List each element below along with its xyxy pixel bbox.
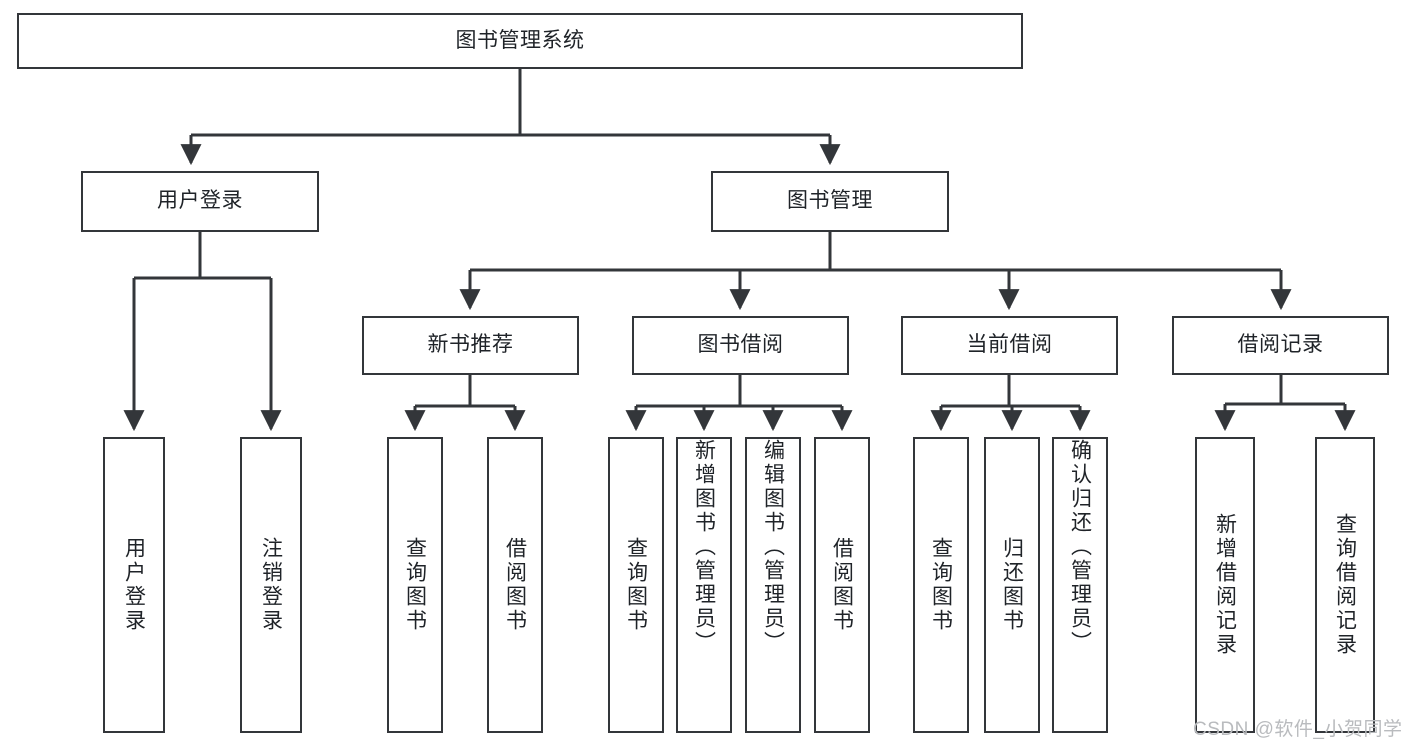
- node-label: 图书借阅: [697, 333, 784, 357]
- node-label: 查询图书: [624, 537, 648, 633]
- node-leaf-add-borrow-record[interactable]: 新增借阅记录: [1195, 437, 1255, 733]
- node-leaf-return-book[interactable]: 归还图书: [984, 437, 1040, 733]
- node-label: 查询图书: [403, 537, 427, 633]
- node-label: 用户登录: [157, 189, 243, 213]
- node-root-system[interactable]: 图书管理系统: [17, 13, 1023, 69]
- node-current-borrow[interactable]: 当前借阅: [901, 316, 1118, 375]
- node-leaf-query-book-current[interactable]: 查询图书: [913, 437, 969, 733]
- node-leaf-add-book-admin[interactable]: 新增图书（管理员）: [676, 437, 732, 733]
- node-leaf-query-borrow-record[interactable]: 查询借阅记录: [1315, 437, 1375, 733]
- node-leaf-user-login[interactable]: 用户登录: [103, 437, 165, 733]
- node-leaf-edit-book-admin[interactable]: 编辑图书（管理员）: [745, 437, 801, 733]
- node-label: 注销登录: [259, 537, 283, 633]
- node-label: 用户登录: [122, 537, 146, 633]
- node-leaf-borrow-book[interactable]: 借阅图书: [814, 437, 870, 733]
- csdn-watermark: CSDN @软件_小贺同学: [1193, 719, 1403, 740]
- node-leaf-borrow-book-rec[interactable]: 借阅图书: [487, 437, 543, 733]
- node-leaf-confirm-return-admin[interactable]: 确认归还（管理员）: [1052, 437, 1108, 733]
- node-label: 图书管理: [787, 189, 873, 213]
- node-book-borrow[interactable]: 图书借阅: [632, 316, 849, 375]
- node-label: 借阅图书: [830, 537, 854, 633]
- node-leaf-logout[interactable]: 注销登录: [240, 437, 302, 733]
- node-label: 新增借阅记录: [1213, 513, 1237, 657]
- node-label: 确认归还（管理员）: [1068, 439, 1092, 655]
- node-book-manage[interactable]: 图书管理: [711, 171, 949, 232]
- node-label: 当前借阅: [966, 333, 1053, 357]
- node-label: 编辑图书（管理员）: [761, 439, 785, 655]
- node-label: 借阅记录: [1237, 333, 1324, 357]
- node-label: 图书管理系统: [455, 28, 585, 52]
- node-borrow-record[interactable]: 借阅记录: [1172, 316, 1389, 375]
- node-leaf-query-book-borrow[interactable]: 查询图书: [608, 437, 664, 733]
- node-label: 查询图书: [929, 537, 953, 633]
- node-new-book-recommend[interactable]: 新书推荐: [362, 316, 579, 375]
- node-label: 借阅图书: [503, 537, 527, 633]
- node-label: 归还图书: [1000, 537, 1024, 633]
- node-label: 新书推荐: [427, 333, 514, 357]
- node-label: 查询借阅记录: [1333, 513, 1357, 657]
- node-label: 新增图书（管理员）: [692, 439, 716, 655]
- node-user-login[interactable]: 用户登录: [81, 171, 319, 232]
- node-leaf-query-book-rec[interactable]: 查询图书: [387, 437, 443, 733]
